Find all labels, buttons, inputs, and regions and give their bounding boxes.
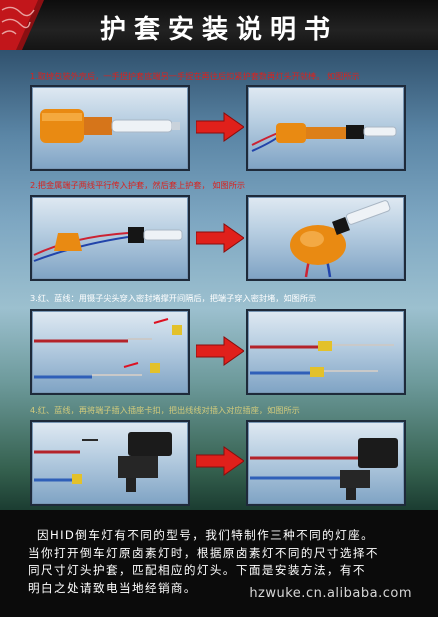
- red-arrow-icon: [196, 446, 244, 476]
- step-3-after-photo: [246, 309, 406, 395]
- step-1-before-photo: [30, 85, 190, 171]
- step-3-instruction: 3.红、蓝线：用镊子尖头穿入密封堵撑开间隔后，把端子穿入密封堵，如图所示: [30, 293, 317, 303]
- description-line: 当你打开倒车灯原卤素灯时，根据原卤素灯不同的尺寸选择不: [28, 545, 379, 560]
- step-2-before-photo: [30, 195, 190, 281]
- step-4-instruction: 4.红、蓝线，再将端子插入插座卡扣，把出线线对插入对应插座，如图所示: [30, 405, 300, 415]
- step-1-after-photo: [246, 85, 406, 171]
- red-arrow-icon: [196, 112, 244, 142]
- step-2-instruction: 2.把金属端子两线平行传入护套，然后套上护套， 如图所示: [30, 180, 246, 190]
- description-line: 同尺寸灯头护套，匹配相应的灯头。下面是安装方法，有不: [28, 563, 366, 577]
- title-bar: 护套安装说明书: [0, 0, 438, 50]
- red-arrow-icon: [196, 336, 244, 366]
- step-3-before-photo: [30, 309, 190, 395]
- step-4-before-photo: [30, 420, 190, 506]
- step-2-after-photo: [246, 195, 406, 281]
- red-arrow-icon: [196, 223, 244, 253]
- description-panel: [0, 510, 438, 617]
- description-text: 因HID倒车灯有不同的型号，我们特制作三种不同的灯座。 当你打开倒车灯原卤素灯时…: [28, 527, 418, 597]
- step-1-instruction: 1.取掉包装外壳后，一手捏护套底端另一手捏在再往后扣紧护套数再灯头开就棒。 如图…: [30, 71, 360, 81]
- description-line: 因HID倒车灯有不同的型号，我们特制作三种不同的灯座。: [37, 528, 375, 542]
- description-line: 明白之处请致电当地经销商。: [28, 580, 197, 595]
- watermark-text: hzwuke.cn.alibaba.com: [249, 586, 412, 601]
- flag-ribbon-icon: [0, 0, 44, 50]
- step-4-after-photo: [246, 420, 406, 506]
- poster-title: 护套安装说明书: [99, 15, 338, 45]
